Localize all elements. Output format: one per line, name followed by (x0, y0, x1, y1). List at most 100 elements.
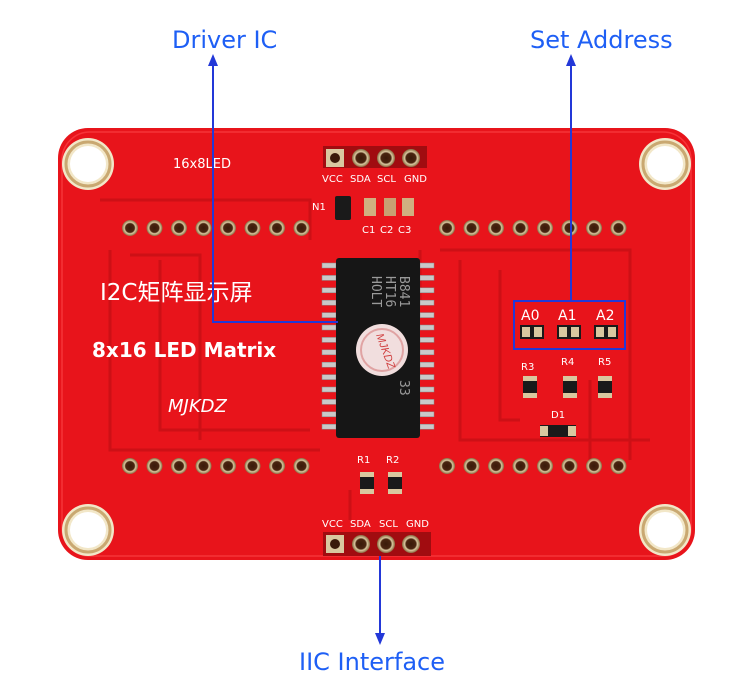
ic-pin (321, 399, 337, 405)
silk-label-c2: C2 (380, 225, 393, 236)
silk-pad-a0: A0 (521, 308, 539, 324)
pcb-pad (586, 220, 602, 236)
ic-pin (419, 287, 435, 294)
ic-pin (419, 399, 435, 405)
pcb-pad (146, 458, 163, 474)
ic-pin (321, 337, 337, 343)
pcb-pad (122, 458, 138, 474)
pcb-pad (439, 220, 455, 236)
driver-ic-callout: Driver IC (172, 26, 278, 54)
iic-interface-arrowhead (375, 633, 385, 645)
pcb-pad (195, 220, 212, 236)
ic-pin (419, 262, 435, 269)
silk-pin-vcc-bottom: VCC (322, 519, 343, 530)
silk-pad-a2: A2 (596, 308, 614, 324)
silk-label-r1: R1 (357, 455, 370, 466)
pcb-pad (195, 458, 212, 474)
ic-pin (321, 386, 337, 393)
pcb-pad (244, 220, 261, 236)
pcb-pad (122, 220, 138, 236)
silk-title-en: 8x16 LED Matrix (92, 338, 276, 362)
matrix-pad-rows (122, 220, 627, 474)
silk-label-r5: R5 (598, 357, 611, 368)
chip-marking-line-3: B841 (396, 276, 411, 307)
pcb-pad (610, 458, 627, 474)
pcb-pad (269, 458, 285, 474)
address-highlight-box (513, 300, 626, 350)
silk-label-r3: R3 (521, 362, 534, 373)
ic-pin (321, 287, 337, 294)
silk-brand: MJKDZ (168, 396, 228, 417)
set-address-arrowhead (566, 54, 576, 66)
pcb-pad (220, 220, 236, 236)
pcb-pad (244, 458, 261, 474)
ic-pin (419, 337, 435, 343)
silk-pin-vcc-top: VCC (322, 174, 343, 185)
pcb-pad (537, 458, 553, 474)
pcb-pad (146, 220, 163, 236)
pcb-pad (610, 220, 627, 236)
silk-pin-scl-bottom: SCL (379, 519, 398, 530)
ic-pin (419, 374, 435, 380)
ic-pin (419, 299, 435, 306)
ic-pin (321, 374, 337, 380)
ic-pin (321, 275, 337, 281)
ic-pin (419, 324, 435, 331)
silk-model-label: 16x8LED (173, 157, 231, 172)
silk-pad-a1: A1 (558, 308, 576, 324)
silk-label-d1: D1 (551, 410, 565, 421)
pcb-pad (488, 458, 504, 474)
driver-ic-chip (321, 258, 435, 438)
pcb-pad (171, 220, 187, 236)
ic-pin (419, 312, 435, 318)
led-d1 (540, 425, 576, 437)
chip-marking-line-4: 33 (396, 380, 411, 396)
iic-interface-callout: IIC Interface (299, 648, 445, 676)
top-header-pads (323, 146, 427, 168)
ic-pin (419, 411, 435, 418)
pcb-pad (512, 220, 529, 236)
pcb-pad (269, 220, 285, 236)
ic-pin (321, 361, 337, 368)
chip-marking-line-2: HT16 (382, 276, 397, 307)
driver-ic-leader-line (212, 62, 338, 323)
ic-pin (321, 423, 337, 430)
ic-pin (419, 423, 435, 430)
silk-title-cn: I2C矩阵显示屏 (100, 280, 252, 306)
pcb-pad (439, 458, 455, 474)
ic-pin (321, 324, 337, 331)
ic-pin (419, 349, 435, 356)
ic-pin (419, 361, 435, 368)
ic-pin (419, 275, 435, 281)
pcb-pad (463, 458, 480, 474)
silk-pin-sda-bottom: SDA (350, 519, 371, 530)
silk-label-c1: C1 (362, 225, 375, 236)
ic-pin (321, 312, 337, 318)
pcb-pad (220, 458, 236, 474)
transistor-q1 (335, 196, 351, 220)
set-address-callout: Set Address (530, 26, 673, 54)
pcb-pad (561, 458, 578, 474)
driver-ic-arrowhead (208, 54, 218, 66)
pcb-pad (561, 220, 578, 236)
silk-pin-gnd-top: GND (404, 174, 427, 185)
pcb-pad (512, 458, 529, 474)
bottom-header-pins (323, 532, 431, 556)
silk-pin-scl-top: SCL (377, 174, 396, 185)
ic-pin (321, 262, 337, 269)
mounting-holes (62, 138, 691, 556)
pcb-pad (537, 220, 553, 236)
silk-label-c3: C3 (398, 225, 411, 236)
resistors (360, 376, 612, 494)
chip-marking-line-1: HOLT (368, 276, 383, 307)
silk-pin-gnd-bottom: GND (406, 519, 429, 530)
ic-pin (419, 386, 435, 393)
silk-label-q1: N1 (312, 202, 326, 213)
silk-label-r2: R2 (386, 455, 399, 466)
callout-lines (212, 62, 572, 636)
ic-pin (321, 411, 337, 418)
pcb-pad (463, 220, 480, 236)
silk-label-r4: R4 (561, 357, 574, 368)
pcb-pad (293, 220, 310, 236)
